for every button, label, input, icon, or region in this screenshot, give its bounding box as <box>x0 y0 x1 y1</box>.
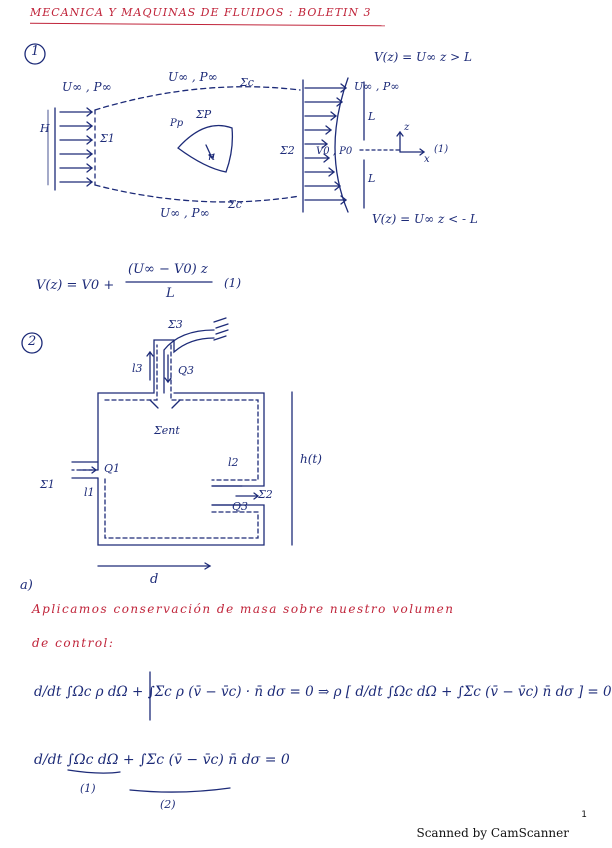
scanner-watermark: Scanned by CamScanner <box>416 826 569 840</box>
condition-top: V(z) = U∞ z > L <box>374 50 472 64</box>
scanned-page: MECANICA Y MAQUINAS DE FLUIDOS : BOLETIN… <box>20 6 612 840</box>
axis-eq-ref: (1) <box>434 144 449 155</box>
sigma-c-bottom: Σc <box>228 198 242 211</box>
velocity-eq-numerator: (U∞ − V0) z <box>128 262 208 277</box>
bottom-flow-label: U∞ , P∞ <box>160 206 210 220</box>
l1-label: l1 <box>84 486 95 499</box>
control-surface-bottom <box>94 184 301 203</box>
Q3-right-label: Q3 <box>232 500 249 513</box>
L-bottom-label: L <box>368 172 376 185</box>
problem1-number: 1 <box>31 44 40 59</box>
problem1-number-circle <box>24 43 46 65</box>
sigma1-label: Σ1 <box>100 132 115 145</box>
Q3-top-label: Q3 <box>178 364 195 377</box>
velocity-eq-ref: (1) <box>224 276 241 290</box>
z-axis-label: z <box>404 122 410 133</box>
sigma-ent-label: Σent <box>154 424 180 437</box>
velocity-eq-denominator: L <box>166 286 175 301</box>
outlet-arrows <box>302 77 349 213</box>
control-surface-top <box>94 86 301 111</box>
sigma3-label: Σ3 <box>168 318 183 331</box>
normal-vector <box>205 144 213 159</box>
problem2-number-circle <box>21 332 43 354</box>
term1-label: (1) <box>80 782 96 795</box>
mass-conservation-eq2: d/dt ∫Ωc dΩ + ∫Σc (v̄ − v̄c) n̄ dσ = 0 <box>34 752 290 768</box>
d-label: d <box>150 572 159 587</box>
part-a-label: a) <box>20 578 33 593</box>
h-label: h(t) <box>300 452 322 466</box>
sigma-c-top: Σc <box>240 76 254 89</box>
inlet-arrows <box>54 107 94 191</box>
part-a-text-line2: de control: <box>32 636 115 650</box>
v0-label: V0 , P0 <box>316 146 353 157</box>
sigma-p-label: ΣP <box>196 108 212 121</box>
top-flow-label: U∞ , P∞ <box>168 70 218 84</box>
sigma1-tank-label: Σ1 <box>40 478 55 491</box>
page-number: 1 <box>581 810 587 820</box>
sigma2-tank-label: Σ2 <box>258 488 273 501</box>
right-flow-label: U∞ , P∞ <box>354 80 400 93</box>
body-profile <box>177 124 234 173</box>
p-label: Pp <box>170 118 184 129</box>
part-a-text-line1: Aplicamos conservación de masa sobre nue… <box>32 602 455 616</box>
sigma2-label: Σ2 <box>280 144 295 157</box>
handwritten-drawing <box>21 43 426 793</box>
page-title: MECANICA Y MAQUINAS DE FLUIDOS : BOLETIN… <box>30 6 372 19</box>
velocity-eq-left: V(z) = V0 + <box>36 278 115 293</box>
l3-label: l3 <box>132 362 143 375</box>
H-label: H <box>40 122 50 135</box>
l2-label: l2 <box>228 456 239 469</box>
mass-conservation-eq1: d/dt ∫Ωc ρ dΩ + ∫Σc ρ (v̄ − v̄c) · n̄ dσ… <box>34 684 612 700</box>
normal-label: n <box>208 150 216 163</box>
Q1-label: Q1 <box>104 462 121 475</box>
term2-label: (2) <box>160 798 176 811</box>
x-axis-label: x <box>424 154 430 165</box>
condition-bottom: V(z) = U∞ z < - L <box>372 212 478 226</box>
inlet-label: U∞ , P∞ <box>62 80 112 94</box>
L-top-label: L <box>368 110 376 123</box>
problem2-number: 2 <box>28 334 37 349</box>
